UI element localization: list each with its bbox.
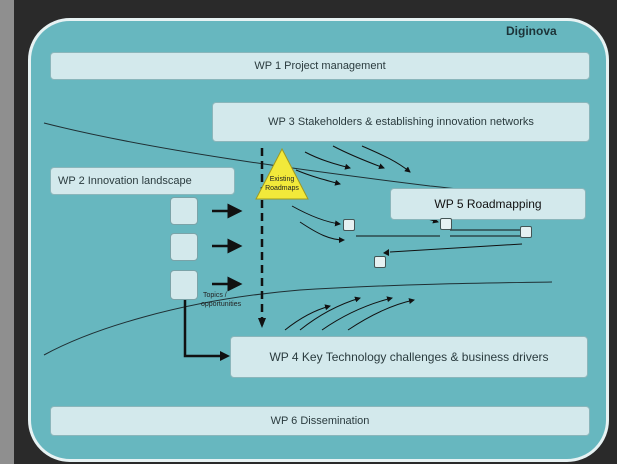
wp2-label: WP 2 Innovation landscape [58,175,192,187]
dashed-arrow-tip [258,318,266,328]
wp5-label: WP 5 Roadmapping [434,197,542,211]
wp5-roadmapping-box: WP 5 Roadmapping [390,188,586,220]
roadmap-node-4 [374,256,386,268]
wp4-label: WP 4 Key Technology challenges & busines… [269,350,549,364]
connector-to-wp4 [183,300,222,358]
connector-to-wp4-tip [220,351,230,361]
brand-label: Diginova [506,24,557,38]
triangle-label-line2: Roadmaps [265,185,299,192]
landscape-box-3 [170,270,198,300]
diagram-panel [28,18,609,462]
wp6-label: WP 6 Dissemination [270,415,370,427]
triangle-label-line1: Existing [270,176,295,183]
wp3-label: WP 3 Stakeholders & establishing innovat… [268,116,534,128]
lower-landscape-curve [43,281,553,356]
left-side-strip [0,0,14,464]
landscape-box-1 [170,197,198,225]
wp6-dissemination-box: WP 6 Dissemination [50,406,590,436]
wp1-label: WP 1 Project management [254,60,386,72]
topics-label-line2: opportunities [201,301,242,308]
wp2-innovation-landscape-box: WP 2 Innovation landscape [50,167,235,195]
wp4-key-technology-box: WP 4 Key Technology challenges & busines… [230,336,588,378]
roadmap-node-2 [440,218,452,230]
wp3-stakeholders-box: WP 3 Stakeholders & establishing innovat… [212,102,590,142]
existing-roadmaps-triangle [255,147,309,200]
topics-label-line1: Topics / [203,292,227,299]
wp1-project-management-box: WP 1 Project management [50,52,590,80]
roadmap-node-1 [343,219,355,231]
roadmap-node-3 [520,226,532,238]
landscape-box-2 [170,233,198,261]
